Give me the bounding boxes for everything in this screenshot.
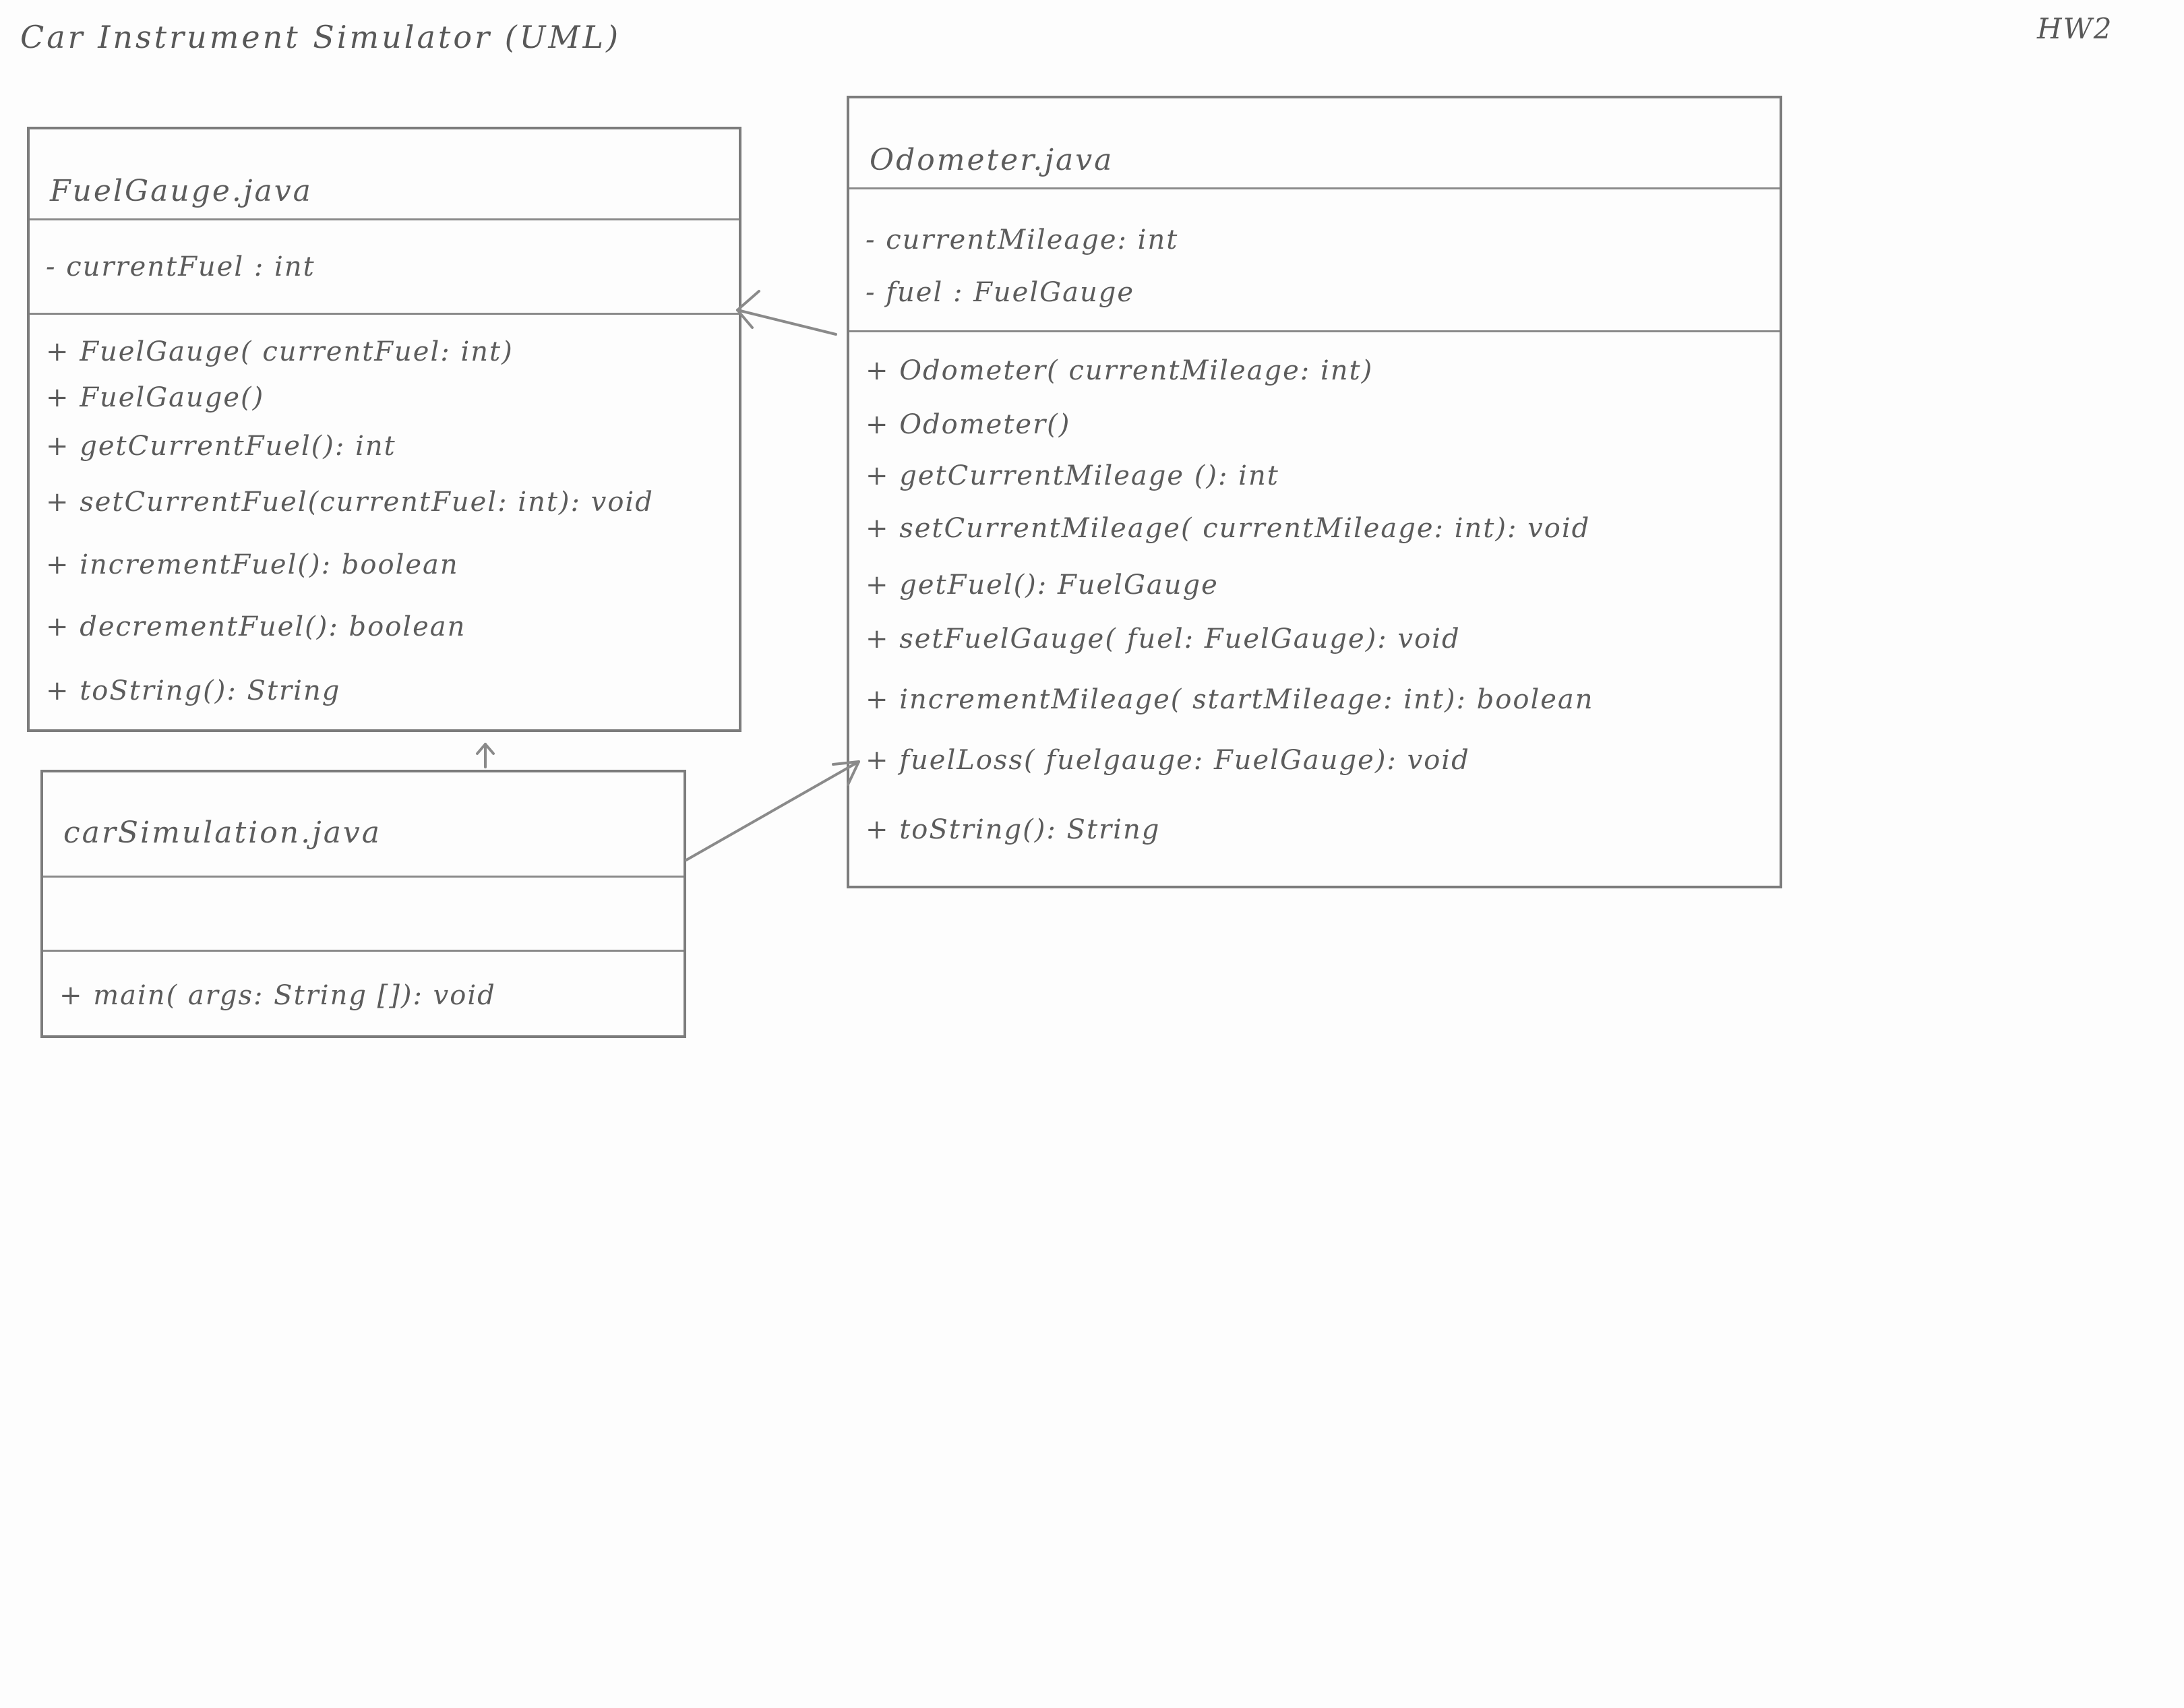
operation-set-current-mileage: + setCurrentMileage( currentMileage: int… bbox=[866, 513, 1591, 544]
class-operations-section: + main( args: String []): void bbox=[43, 952, 684, 1035]
operation-get-fuel: + getFuel(): FuelGauge bbox=[866, 570, 1219, 601]
operation-main: + main( args: String []): void bbox=[59, 980, 496, 1011]
arrow-odometer-to-fuelgauge bbox=[736, 290, 837, 336]
operation-get-current-fuel: + getCurrentFuel(): int bbox=[46, 431, 396, 462]
attribute-current-fuel: - currentFuel : int bbox=[46, 251, 315, 282]
arrow-carsimulation-to-odometer bbox=[685, 760, 860, 861]
class-name-odometer: Odometer.java bbox=[870, 143, 1114, 177]
class-name-fuelgauge: FuelGauge.java bbox=[50, 174, 313, 208]
operation-set-fuel-gauge: + setFuelGauge( fuel: FuelGauge): void bbox=[866, 623, 1461, 654]
class-attributes-section bbox=[43, 878, 684, 952]
class-name-section: Odometer.java bbox=[849, 98, 1780, 189]
class-name-section: FuelGauge.java bbox=[30, 129, 739, 220]
operation-fuelgauge-tostring: + toString(): String bbox=[46, 675, 341, 706]
operation-get-current-mileage: + getCurrentMileage (): int bbox=[866, 460, 1279, 491]
class-box-carsimulation: carSimulation.java + main( args: String … bbox=[40, 770, 686, 1038]
operation-odometer-tostring: + toString(): String bbox=[866, 814, 1161, 845]
operation-fuelgauge-ctor-arg: + FuelGauge( currentFuel: int) bbox=[46, 336, 514, 367]
operation-odometer-ctor-arg: + Odometer( currentMileage: int) bbox=[866, 355, 1374, 386]
attribute-current-mileage: - currentMileage: int bbox=[866, 224, 1179, 255]
operation-set-current-fuel: + setCurrentFuel(currentFuel: int): void bbox=[46, 487, 654, 518]
operation-fuel-loss: + fuelLoss( fuelgauge: FuelGauge): void bbox=[866, 745, 1470, 776]
class-box-fuelgauge: FuelGauge.java - currentFuel : int + Fue… bbox=[27, 127, 741, 732]
operation-increment-mileage: + incrementMileage( startMileage: int): … bbox=[866, 684, 1594, 715]
operation-decrement-fuel: + decrementFuel(): boolean bbox=[46, 611, 466, 642]
class-name-section: carSimulation.java bbox=[43, 772, 684, 878]
class-operations-section: + FuelGauge( currentFuel: int) + FuelGau… bbox=[30, 315, 739, 729]
operation-increment-fuel: + incrementFuel(): boolean bbox=[46, 549, 459, 580]
corner-label: HW2 bbox=[2037, 12, 2113, 45]
diagram-title: Car Instrument Simulator (UML) bbox=[20, 19, 621, 55]
class-name-carsimulation: carSimulation.java bbox=[63, 816, 382, 850]
class-attributes-section: - currentFuel : int bbox=[30, 220, 739, 315]
arrow-carsimulation-to-fuelgauge bbox=[476, 743, 495, 768]
class-attributes-section: - currentMileage: int - fuel : FuelGauge bbox=[849, 189, 1780, 332]
operation-odometer-ctor: + Odometer() bbox=[866, 409, 1071, 440]
attribute-fuel: - fuel : FuelGauge bbox=[866, 277, 1134, 308]
operation-fuelgauge-ctor: + FuelGauge() bbox=[46, 382, 265, 413]
class-box-odometer: Odometer.java - currentMileage: int - fu… bbox=[847, 96, 1782, 888]
class-operations-section: + Odometer( currentMileage: int) + Odome… bbox=[849, 332, 1780, 886]
